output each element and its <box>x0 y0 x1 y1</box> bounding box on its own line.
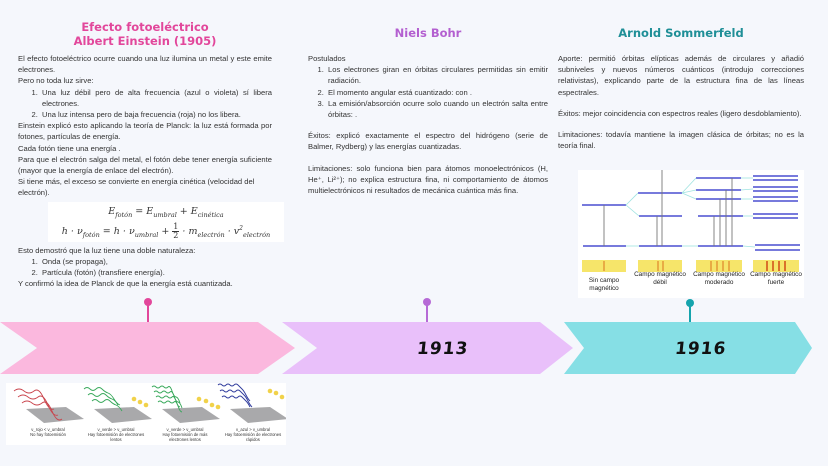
einstein-not-all-light: Pero no toda luz sirve: <box>18 76 94 86</box>
einstein-dual-nature: Esto demostró que la luz tiene una doble… <box>18 245 196 255</box>
timeline-pin-dot-1913 <box>423 298 431 306</box>
caption-no-field: Sin campo magnético <box>588 277 620 292</box>
bohr-postulates-heading: Postulados <box>308 54 346 63</box>
timeline-year-1913: 1913 <box>415 339 470 359</box>
einstein-title-line2: Albert Einstein (1905) <box>73 34 217 48</box>
timeline-pin-1916 <box>689 303 691 322</box>
caption-moderate-field: Campo magnético moderado <box>693 271 745 286</box>
caption-weak-field: Campo magnético débil <box>634 271 686 286</box>
sommerfeld-title: Arnold Sommerfeld <box>618 26 744 40</box>
sommerfeld-limitations: Limitaciones: todavía mantiene la imagen… <box>558 130 804 151</box>
timeline-segment-1916 <box>564 322 812 374</box>
einstein-column: Efecto fotoeléctrico Albert Einstein (19… <box>18 20 284 289</box>
sommerfeld-column: Arnold Sommerfeld Aporte: permitió órbit… <box>558 26 804 151</box>
photoelectric-effect-illustration: ν_rojo < ν_umbral No hay fotoemisión ν_v… <box>6 383 288 445</box>
einstein-planck-text: Einstein explicó esto aplicando la teorí… <box>18 121 272 142</box>
photo-caption-1: ν_rojo < ν_umbral No hay fotoemisión <box>30 427 66 437</box>
list-item: La emisión/absorción ocurre solo cuando … <box>326 98 548 120</box>
bohr-title: Niels Bohr <box>394 26 462 40</box>
einstein-kinetic-energy: Si tiene más, el exceso se convierte en … <box>18 177 255 198</box>
list-item: Una luz intensa pero de baja frecuencia … <box>40 109 272 120</box>
timeline-pin-dot-1905 <box>144 298 152 306</box>
timeline-pin-1913 <box>426 301 428 322</box>
einstein-title: Efecto fotoeléctrico Albert Einstein (19… <box>18 20 272 48</box>
timeline-pin-1905 <box>147 301 149 322</box>
bohr-limitations: Limitaciones: solo funciona bien para át… <box>308 163 548 196</box>
caption-strong-field: Campo magnético fuerte <box>750 271 802 286</box>
list-item: Los electrones giran en órbitas circular… <box>326 64 548 86</box>
energy-level-splitting-graphic <box>582 170 800 272</box>
list-item: Partícula (fotón) (transfiere energía). <box>40 267 272 278</box>
timeline-segment-1913 <box>282 322 573 374</box>
photoelectric-panels-graphic <box>13 383 288 423</box>
sommerfeld-successes: Éxitos: mejor coincidencia con espectros… <box>558 108 802 118</box>
einstein-conclusion: Y confirmó la idea de Planck de que la e… <box>18 279 233 289</box>
list-item: El momento angular está cuantizado: con … <box>326 87 548 98</box>
bohr-postulates-list: Los electrones giran en órbitas circular… <box>308 64 548 120</box>
timeline-arrows <box>0 322 812 374</box>
timeline-pin-dot-1916 <box>686 299 694 307</box>
list-item: Una luz débil pero de alta frecuencia (a… <box>40 87 272 109</box>
photo-caption-2: ν_verde > ν_umbral Hay fotoemisión de el… <box>87 427 145 442</box>
einstein-dual-list: Onda (se propaga), Partícula (fotón) (tr… <box>18 256 272 278</box>
timeline-year-1916: 1916 <box>673 339 728 359</box>
einstein-intro: El efecto fotoeléctrico ocurre cuando un… <box>18 54 272 75</box>
zeeman-splitting-diagram: Sin campo magnético Campo magnético débi… <box>578 170 804 298</box>
einstein-binding-energy: Para que el electrón salga del metal, el… <box>18 154 272 176</box>
einstein-light-list: Una luz débil pero de alta frecuencia (a… <box>18 87 272 121</box>
sommerfeld-contribution: Aporte: permitió órbitas elípticas ademá… <box>558 54 804 97</box>
bohr-column: Niels Bohr Postulados Los electrones gir… <box>308 26 548 196</box>
photo-caption-4: ν_azul > ν_umbral Hay fotoemisión de ele… <box>224 427 282 442</box>
timeline-segment-1905 <box>0 322 295 374</box>
formula-line-1: Efotón = Eumbral + Ecinética <box>108 205 224 219</box>
bohr-successes: Éxitos: explicó exactamente el espectro … <box>308 131 548 152</box>
list-item: Onda (se propaga), <box>40 256 272 267</box>
photo-caption-3: ν_verde > ν_umbral Hay fotoemisión de má… <box>162 427 208 442</box>
einstein-photon-energy: Cada fotón tiene una energía . <box>18 143 121 153</box>
photoelectric-formula: Efotón = Eumbral + Ecinética h · νfotón … <box>48 201 284 242</box>
einstein-title-line1: Efecto fotoeléctrico <box>81 20 209 34</box>
